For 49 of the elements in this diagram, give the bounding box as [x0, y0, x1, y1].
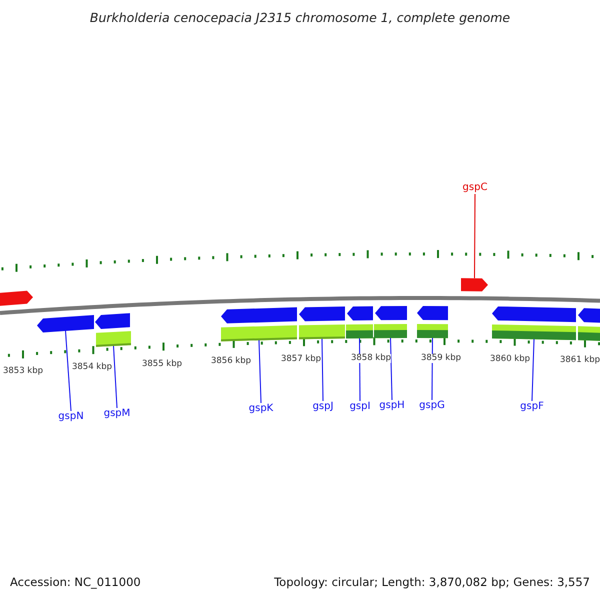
gene-label: gspG	[419, 401, 445, 411]
gene-label: gspI	[350, 402, 370, 412]
leader-line	[390, 338, 392, 400]
scale-label: 3860 kbp	[490, 354, 530, 364]
accession-text: Accession: NC_011000	[10, 577, 141, 588]
gene-feature	[578, 308, 600, 324]
cds-bar	[492, 324, 576, 340]
leader-line	[359, 338, 360, 402]
leader-line	[532, 338, 534, 402]
scale-label: 3857 kbp	[280, 355, 322, 364]
scale-label: 3859 kbp	[420, 354, 462, 363]
scale-label: 3856 kbp	[210, 357, 252, 366]
gene-label: gspK	[248, 404, 274, 414]
gene-feature	[221, 307, 297, 324]
gene-feature	[375, 306, 407, 320]
leader-line	[432, 338, 433, 400]
leader-line	[65, 330, 72, 412]
gene-feature	[299, 306, 345, 322]
scale-label: 3854 kbp	[72, 363, 112, 372]
diagram-title: Burkholderia cenocepacia J2315 chromosome 1, complete genome	[90, 12, 510, 24]
cds-bar	[374, 324, 407, 338]
scale-label: 3861 kbp	[560, 356, 600, 365]
gene-feature	[347, 306, 373, 320]
cds-bar	[417, 324, 448, 338]
leader-line	[258, 340, 262, 404]
cds-bar	[96, 331, 131, 347]
cds-bar	[578, 326, 600, 342]
scale-label: 3853 kbp	[2, 367, 44, 376]
leader-line	[322, 338, 324, 402]
gene-label: gspN	[58, 412, 84, 422]
gene-feature	[95, 313, 130, 329]
gene-label: gspF	[520, 402, 544, 412]
gene-feature	[492, 306, 576, 322]
gene-feature	[417, 306, 448, 320]
cds-bar	[299, 324, 345, 340]
gene-feature	[461, 278, 488, 292]
gene-feature	[37, 315, 94, 332]
scale-label: 3858 kbp	[350, 354, 392, 363]
gene-feature	[0, 290, 33, 307]
gene-label: gspH	[379, 401, 405, 411]
cds-bar	[346, 324, 373, 338]
gene-label: gspJ	[312, 402, 334, 412]
gene-label: gspC	[462, 183, 488, 193]
cds-bar	[221, 325, 297, 342]
leader-line	[113, 345, 118, 408]
summary-text: Topology: circular; Length: 3,870,082 bp; Genes: 3,557	[274, 577, 590, 588]
scale-label: 3855 kbp	[142, 360, 182, 368]
gene-label: gspM	[104, 409, 130, 419]
leader-line	[474, 194, 476, 279]
